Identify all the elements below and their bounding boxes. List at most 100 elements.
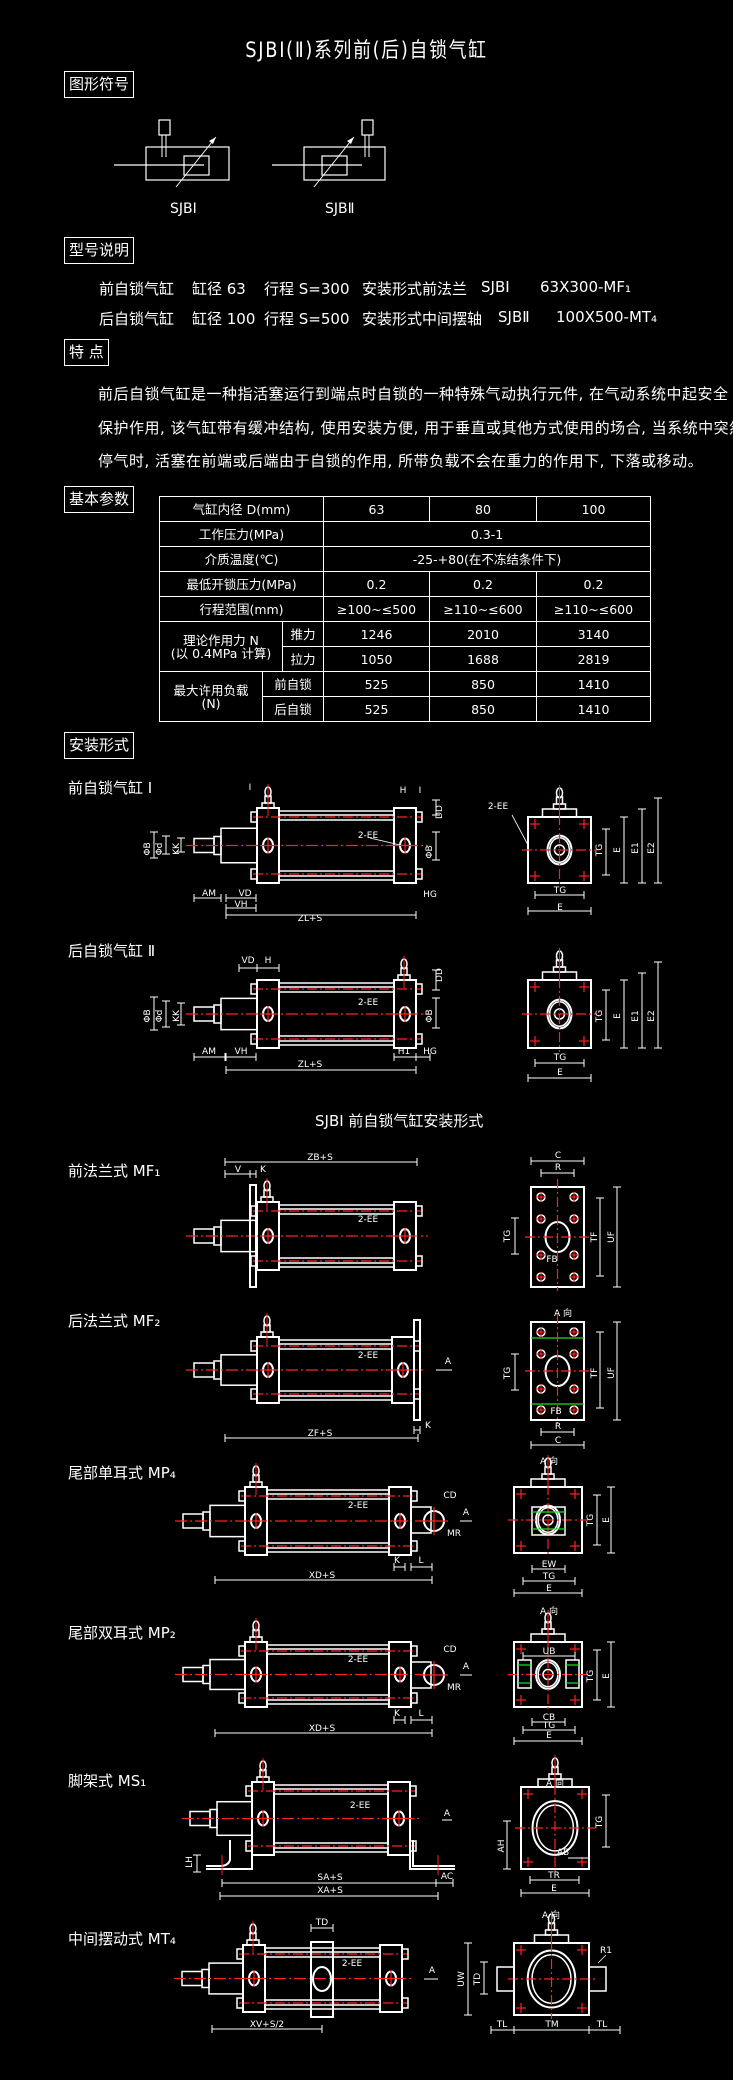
cell: 0.2 (429, 571, 537, 597)
drawing-title-rear-lock: 后自锁气缸 Ⅱ (68, 942, 156, 960)
section-model-description: 型号说明 (64, 237, 135, 264)
dimension-label: 2-EE (348, 1655, 369, 1665)
drawing-title-front-lock: 前自锁气缸 Ⅰ (68, 779, 153, 797)
dimension-label: ZB+S (307, 1153, 333, 1163)
dimension-label: E (613, 847, 623, 853)
dimension-label: 2-EE (350, 1801, 371, 1811)
dimension-label: DD (435, 805, 445, 819)
cell: 850 (429, 696, 537, 722)
dimension-label: TG (595, 844, 605, 857)
model-type: 后自锁气缸 (99, 310, 175, 328)
model-type: 前自锁气缸 (99, 280, 175, 298)
lock-knob-icon (249, 1463, 263, 1495)
dimension-label: XD+S (309, 1724, 336, 1734)
row-header: 气缸内径 D(mm) (159, 496, 324, 522)
dimension-label: E (613, 1013, 623, 1019)
dimension-label: TG (553, 886, 566, 896)
lock-knob-icon (256, 1758, 270, 1790)
dimension-label: K (394, 1709, 401, 1719)
section-features: 特 点 (64, 339, 109, 366)
graphic-symbols (114, 119, 386, 188)
dimension-label: L (418, 1709, 423, 1719)
dimension-label: 2-EE (342, 1959, 363, 1969)
cell: ≥110~≤600 (429, 596, 537, 622)
dimension-label: VH (235, 1047, 248, 1057)
lock-knob-icon (249, 1618, 263, 1650)
dimension-label: A (463, 1508, 470, 1518)
cell: 2010 (429, 621, 537, 647)
dimension-label: TG (586, 1514, 596, 1527)
dimension-label: TD (315, 1918, 328, 1928)
dimension-label: VD (238, 889, 251, 899)
table-row: 最低开锁压力(MPa) 0.2 0.2 0.2 (159, 571, 651, 597)
dimension-label: HG (423, 1047, 437, 1057)
dimension-label: AH (497, 1840, 507, 1853)
dimension-label: UB (543, 1647, 556, 1657)
dimension-label: H (400, 786, 407, 796)
dimension-label: L (418, 1556, 423, 1566)
sub-header: 后自锁 (262, 696, 324, 722)
dimension-label: KK (172, 1009, 182, 1022)
dimension-label: A 向 (540, 1455, 558, 1467)
table-row: 拉力 1050 1688 2819 (160, 646, 651, 672)
model-series: SJBⅠ (481, 278, 510, 296)
model-code: 63X300-MF₁ (540, 278, 631, 296)
dimension-label: XA+S (317, 1886, 343, 1896)
dimension-label: 2-EE (358, 998, 379, 1008)
dimension-label: UF (607, 1367, 617, 1379)
dimension-label: H (265, 956, 272, 966)
dimension-label: I (249, 783, 252, 793)
dimension-label: 2-EE (358, 1215, 379, 1225)
cell: 0.3-1 (323, 521, 651, 547)
dimension-label: H1 (398, 1047, 411, 1057)
dimension-label: ZL+S (298, 914, 323, 924)
lock-knob-icon (261, 784, 275, 816)
lock-knob-icon (260, 1178, 274, 1210)
lock-knob-icon (260, 1313, 274, 1345)
features-line-1: 前后自锁气缸是一种指活塞运行到端点时自锁的一种特殊气动执行元件, 在气动系统中起… (98, 385, 729, 403)
cell: 0.2 (536, 571, 651, 597)
dimension-label: C (555, 1436, 561, 1446)
dimension-label: SA+S (317, 1873, 343, 1883)
dimension-label: XV+S/2 (250, 2020, 284, 2030)
model-row-front: 前自锁气缸 缸径 63 行程 S=300 安装形式前法兰 SJBⅠ 63X300… (0, 278, 733, 298)
row-header: 最大许用负载(N) (159, 671, 263, 722)
dimension-label: 2-EE (358, 1351, 379, 1361)
section-graphic-symbol: 图形符号 (64, 71, 135, 98)
dimension-label: 2-EE (348, 1501, 369, 1511)
cell: 850 (429, 671, 537, 697)
dimension-label: 2-EE (488, 802, 509, 812)
symbol-label-sjb1: SJBⅠ (170, 201, 197, 217)
model-mount: 安装形式中间摆轴 (362, 310, 483, 328)
load-label: 最大许用负载 (173, 682, 249, 698)
dimension-label: C (555, 1151, 561, 1161)
dimension-label: EW (542, 1560, 557, 1570)
dimension-label: TG (542, 1721, 555, 1731)
sub-header: 推力 (282, 621, 324, 647)
drawing-title-mt4: 中间摆动式 MT₄ (68, 1930, 176, 1948)
dimension-label: UF (607, 1231, 617, 1243)
cell: 1246 (323, 621, 430, 647)
dimension-label: ZL+S (298, 1060, 323, 1070)
dimension-label: E (602, 1673, 612, 1679)
table-row: 行程范围(mm) ≥100~≤500 ≥110~≤600 ≥110~≤600 (159, 596, 651, 622)
model-row-rear: 后自锁气缸 缸径 100 行程 S=500 安装形式中间摆轴 SJBⅡ 100X… (0, 308, 733, 328)
table-row: 最大许用负载(N) 前自锁 525 850 1410 (159, 671, 651, 722)
dimension-label: E (557, 903, 563, 913)
dimension-label: A 向 (542, 1909, 560, 1921)
self-lock-cylinder-symbol-icon (114, 119, 230, 188)
model-mount: 安装形式前法兰 (362, 280, 468, 298)
dimension-label: A (463, 1662, 470, 1672)
table-row: 理论作用力 N(以 0.4MPa 计算) 推力 1246 2010 3140 (159, 621, 651, 672)
force-note: (以 0.4MPa 计算) (170, 645, 272, 661)
dimension-label: AC (441, 1872, 453, 1882)
symbol-label-sjb2: SJBⅡ (325, 201, 355, 217)
dimension-label: Φd (155, 1010, 165, 1023)
dimension-label: K (394, 1556, 401, 1566)
cell: 63 (323, 496, 430, 522)
model-stroke: 行程 S=500 (264, 310, 350, 328)
